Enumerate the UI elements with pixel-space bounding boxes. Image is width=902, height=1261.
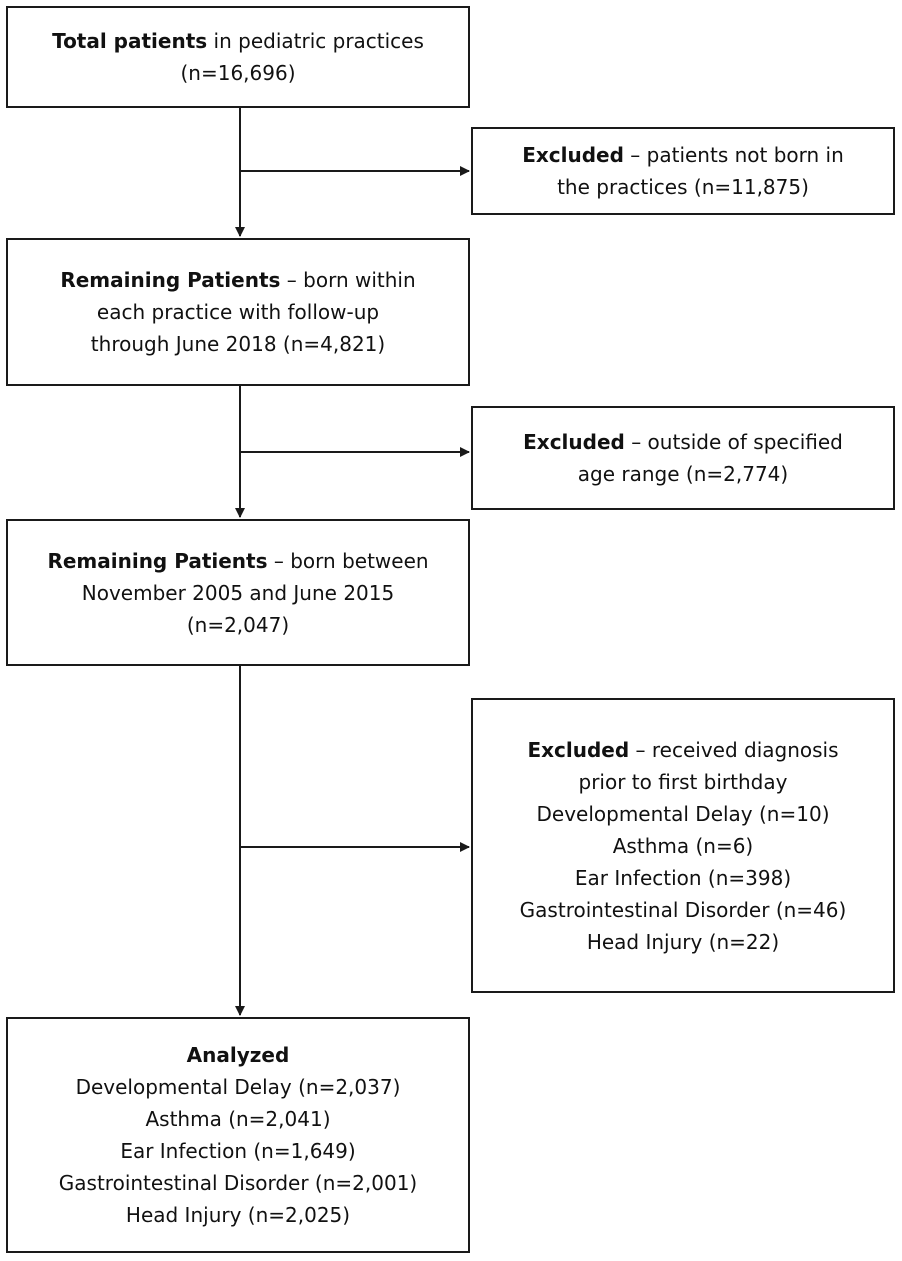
excluded-3-item: Head Injury (n=22): [586, 929, 780, 954]
analyzed-item: Gastrointestinal Disorder (n=2,001): [58, 1171, 418, 1195]
remaining-2-line-2: November 2005 and June 2015: [81, 580, 395, 605]
excluded-box-1: Excluded – patients not born in the prac…: [471, 127, 895, 215]
total-patients-heading: Total patients in pediatric practices: [52, 25, 424, 57]
remaining-1-text: – born within: [280, 268, 416, 292]
excluded-3-item: Ear Infection (n=398): [574, 865, 792, 890]
excluded-2-line-2: age range (n=2,774): [577, 462, 789, 486]
remaining-1-line-2: each practice with follow-up: [96, 300, 380, 324]
excluded-3-title: Excluded: [527, 737, 630, 762]
remaining-1-line-3: through June 2018 (n=4,821): [90, 332, 386, 356]
remaining-patients-box-1: Remaining Patients – born within each pr…: [6, 238, 470, 386]
total-patients-count: (n=16,696): [180, 61, 296, 85]
remaining-patients-box-2: Remaining Patients – born between Novemb…: [6, 519, 470, 666]
excluded-1-heading: Excluded – patients not born in: [522, 139, 844, 171]
excluded-3-item: Developmental Delay (n=10): [536, 801, 830, 826]
remaining-2-text: – born between: [267, 548, 429, 573]
total-patients-box: Total patients in pediatric practices (n…: [6, 6, 470, 108]
excluded-box-2: Excluded – outside of specified age rang…: [471, 406, 895, 510]
excluded-1-text: – patients not born in: [623, 143, 844, 167]
remaining-2-line-3: (n=2,047): [186, 612, 290, 637]
remaining-1-heading: Remaining Patients – born within: [60, 264, 415, 296]
excluded-2-title: Excluded: [523, 430, 625, 454]
remaining-1-title: Remaining Patients: [60, 268, 281, 292]
excluded-1-title: Excluded: [522, 143, 624, 167]
excluded-2-text: – outside of specified: [624, 430, 843, 454]
excluded-3-line-2: prior to first birthday: [578, 769, 788, 794]
remaining-2-title: Remaining Patients: [47, 548, 268, 573]
remaining-2-heading: Remaining Patients – born between: [47, 545, 428, 577]
excluded-3-text: – received diagnosis: [629, 737, 839, 762]
analyzed-item: Ear Infection (n=1,649): [120, 1139, 356, 1163]
analyzed-box: Analyzed Developmental Delay (n=2,037) A…: [6, 1017, 470, 1253]
excluded-box-3: Excluded – received diagnosis prior to f…: [471, 698, 895, 993]
excluded-3-item: Gastrointestinal Disorder (n=46): [519, 897, 847, 922]
analyzed-title: Analyzed: [186, 1043, 290, 1067]
excluded-3-item: Asthma (n=6): [612, 833, 754, 858]
excluded-2-heading: Excluded – outside of specified: [523, 426, 843, 458]
excluded-3-heading: Excluded – received diagnosis: [527, 734, 838, 766]
total-patients-title: Total patients: [52, 29, 208, 53]
analyzed-heading: Analyzed: [187, 1039, 290, 1071]
excluded-1-line-2: the practices (n=11,875): [557, 175, 809, 199]
analyzed-item: Head Injury (n=2,025): [125, 1203, 351, 1227]
analyzed-item: Developmental Delay (n=2,037): [75, 1075, 401, 1099]
analyzed-item: Asthma (n=2,041): [145, 1107, 331, 1131]
total-patients-text: in pediatric practices: [207, 29, 424, 53]
